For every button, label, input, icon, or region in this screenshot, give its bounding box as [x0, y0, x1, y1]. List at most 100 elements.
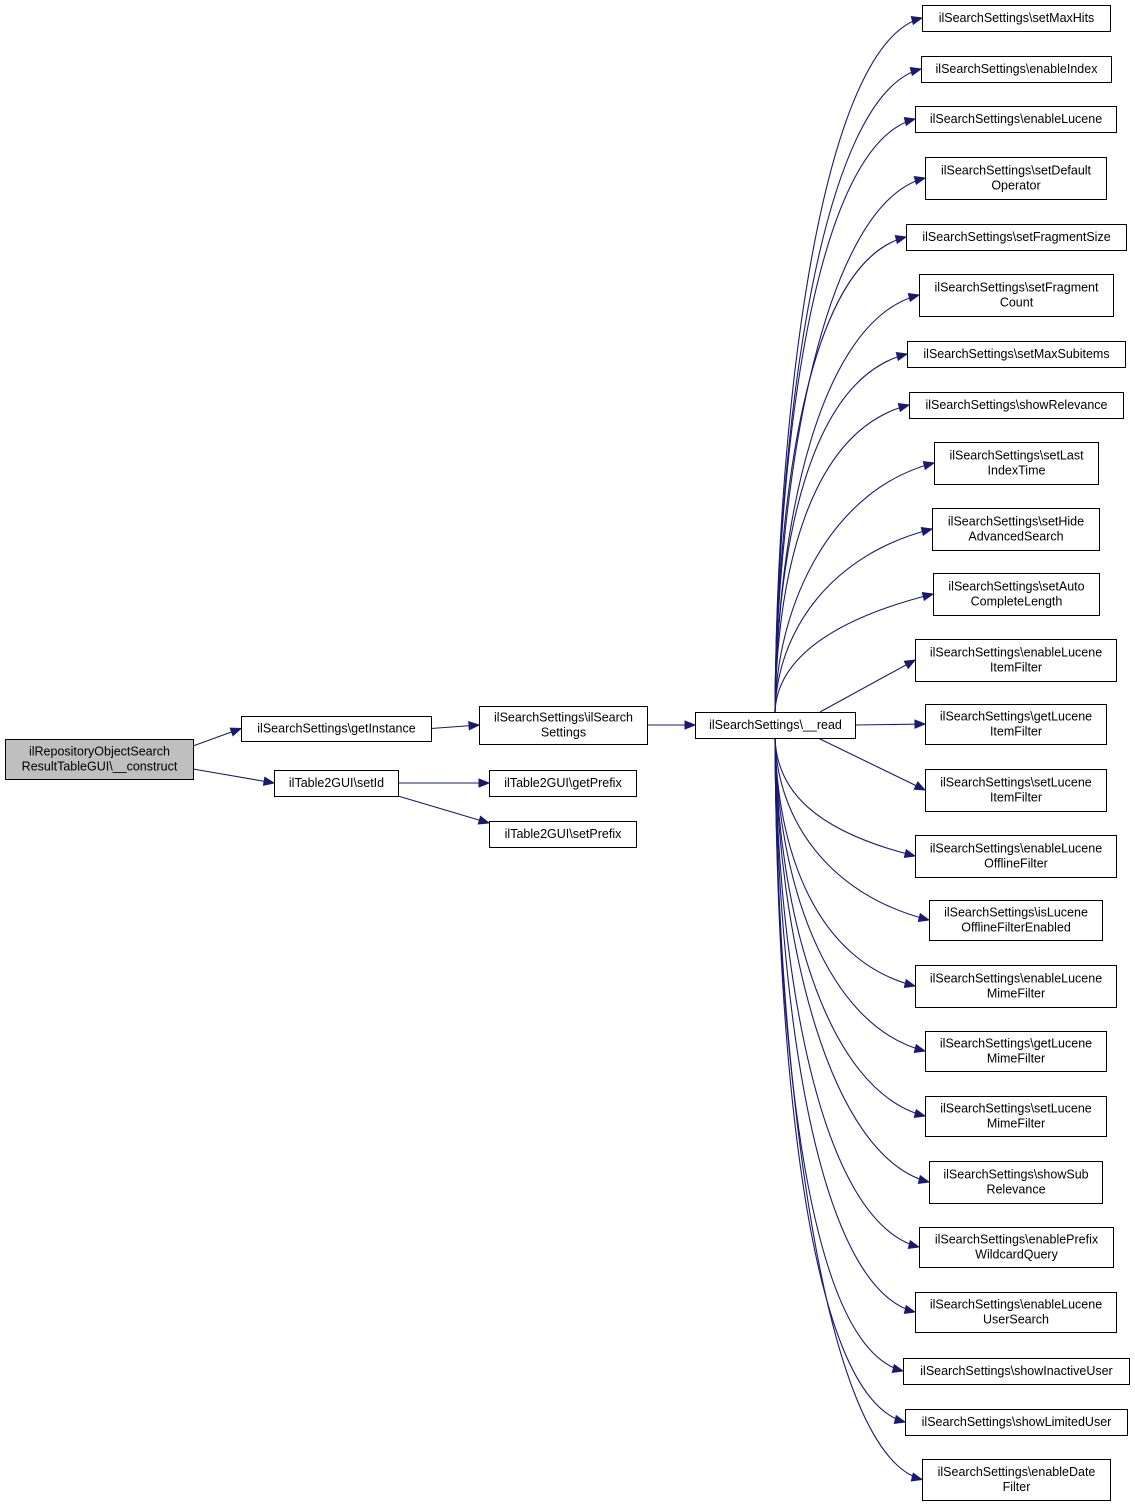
edge-read-to-t12	[854, 723, 926, 726]
edge-read-to-t16-arrowhead	[903, 978, 917, 989]
edge-read-to-t19-arrowhead	[917, 1174, 931, 1185]
node-label-line: ItemFilter	[990, 725, 1042, 739]
edge-read-to-t4-arrowhead	[894, 234, 908, 245]
node-t2[interactable]: ilSearchSettings\enableLucene	[915, 106, 1117, 133]
edge-read-to-t18-arrowhead	[913, 1108, 927, 1119]
node-t6[interactable]: ilSearchSettings\setMaxSubitems	[907, 341, 1126, 368]
node-label-line: ilSearchSettings\enableIndex	[936, 62, 1099, 76]
edge-setId-to-setPrefix	[397, 795, 490, 824]
node-label-line: ilSearchSettings\setFragmentSize	[922, 230, 1110, 244]
node-label-line: ilSearchSettings\setDefault	[941, 164, 1092, 178]
node-box	[479, 706, 648, 745]
edge-read-to-t22-arrowhead	[891, 1363, 905, 1374]
edge-read-to-t14	[774, 737, 916, 857]
node-t23[interactable]: ilSearchSettings\showLimitedUser	[905, 1409, 1128, 1436]
edge-read-to-t7-arrowhead	[897, 402, 911, 413]
node-t22[interactable]: ilSearchSettings\showInactiveUser	[903, 1358, 1130, 1385]
edge-read-to-t9-arrowhead	[920, 526, 934, 537]
node-label-line: ilSearchSettings\setMaxHits	[939, 11, 1095, 25]
node-box	[241, 716, 432, 742]
edge-read-to-t18	[774, 737, 926, 1117]
edge-read-to-t16	[774, 737, 916, 987]
edge-read-to-t1-arrowhead	[909, 66, 923, 77]
node-t15[interactable]: ilSearchSettings\isLuceneOfflineFilterEn…	[929, 900, 1103, 941]
node-t4[interactable]: ilSearchSettings\setFragmentSize	[906, 224, 1127, 251]
node-box	[907, 341, 1126, 368]
node-label-line: ilSearchSettings\ilSearch	[494, 711, 633, 725]
node-label-line: ilSearchSettings\showRelevance	[925, 398, 1107, 412]
edge-read-to-t7	[774, 404, 910, 713]
node-box	[919, 1227, 1114, 1268]
node-label-line: UserSearch	[983, 1313, 1049, 1327]
node-label-line: ilSearchSettings\setLast	[949, 449, 1084, 463]
node-box	[925, 1031, 1107, 1072]
node-box	[489, 821, 637, 848]
node-t14[interactable]: ilSearchSettings\enableLuceneOfflineFilt…	[915, 835, 1117, 878]
edge-read-to-t0-arrowhead	[910, 15, 924, 26]
node-box	[933, 573, 1100, 616]
edge-read-to-t6	[774, 353, 908, 713]
edge-read-to-t4	[774, 236, 907, 713]
node-label-line: OfflineFilter	[984, 857, 1048, 871]
edge-read-to-t24-arrowhead	[910, 1472, 924, 1482]
edge-read-to-t13	[817, 737, 926, 791]
node-getPrefix[interactable]: ilTable2GUI\getPrefix	[489, 770, 637, 797]
node-t20[interactable]: ilSearchSettings\enablePrefixWildcardQue…	[919, 1227, 1114, 1268]
node-label-line: ilTable2GUI\setId	[289, 776, 384, 790]
node-box	[915, 639, 1117, 682]
edge-read-to-t5-arrowhead	[907, 292, 921, 303]
node-box	[915, 835, 1117, 878]
edge-read-to-t15-arrowhead	[917, 912, 931, 923]
edge-read-to-t11-arrowhead	[903, 659, 917, 670]
edge-read-to-t11	[819, 659, 916, 713]
edge-read-to-t0	[774, 17, 923, 713]
node-label-line: ilSearchSettings\__read	[709, 718, 842, 732]
edge-root-to-setId-arrowhead	[262, 776, 276, 786]
node-setPrefix[interactable]: ilTable2GUI\setPrefix	[489, 821, 637, 848]
node-label-line: Settings	[541, 726, 586, 740]
node-t7[interactable]: ilSearchSettings\showRelevance	[909, 392, 1124, 419]
edge-setId-to-setPrefix-arrowhead	[477, 815, 491, 825]
edge-read-to-t24	[774, 737, 923, 1481]
node-label-line: AdvancedSearch	[968, 530, 1063, 544]
node-label-line: ilSearchSettings\enableLucene	[930, 646, 1102, 660]
node-setId[interactable]: ilTable2GUI\setId	[274, 770, 399, 797]
edge-read-to-t6-arrowhead	[895, 351, 909, 362]
node-label-line: ilSearchSettings\setLucene	[940, 776, 1092, 790]
edge-read-to-t8-arrowhead	[922, 460, 936, 471]
node-label-line: ilSearchSettings\isLucene	[944, 906, 1088, 920]
node-label-line: CompleteLength	[971, 595, 1063, 609]
node-label-line: MimeFilter	[987, 987, 1045, 1001]
edge-read-to-t20-arrowhead	[907, 1239, 921, 1250]
edge-setId-to-getPrefix-arrowhead	[478, 778, 491, 788]
node-t0[interactable]: ilSearchSettings\setMaxHits	[922, 5, 1111, 32]
edge-read-to-t10	[774, 593, 934, 713]
node-label-line: WildcardQuery	[975, 1248, 1058, 1262]
node-getInstance[interactable]: ilSearchSettings\getInstance	[241, 716, 432, 742]
node-box	[919, 274, 1114, 317]
node-box	[932, 508, 1100, 551]
node-label-line: ilTable2GUI\setPrefix	[505, 827, 622, 841]
node-box	[489, 770, 637, 797]
node-box	[929, 1161, 1103, 1204]
node-t1[interactable]: ilSearchSettings\enableIndex	[921, 56, 1112, 83]
node-label-line: ilSearchSettings\showInactiveUser	[920, 1364, 1112, 1378]
edge-read-to-t14-arrowhead	[903, 848, 917, 859]
node-root[interactable]: ilRepositoryObjectSearchResultTableGUI\_…	[5, 739, 194, 780]
node-read[interactable]: ilSearchSettings\__read	[695, 712, 856, 739]
node-ctor[interactable]: ilSearchSettings\ilSearchSettings	[479, 706, 648, 745]
